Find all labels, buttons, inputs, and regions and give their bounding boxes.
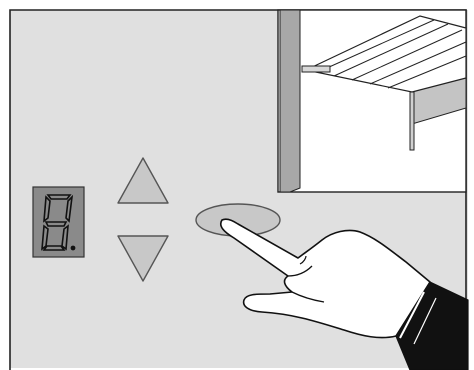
display-decimal-point [70, 245, 76, 251]
inset-wall [279, 9, 301, 193]
up-arrow-icon[interactable] [117, 157, 169, 204]
canopy-icon [301, 15, 467, 151]
display-digit-8 [41, 194, 74, 251]
seven-segment-display [32, 186, 85, 258]
canopy-inset [277, 9, 467, 193]
pointing-hand-icon [219, 218, 469, 370]
sleeve-cuff [395, 281, 469, 370]
down-arrow-icon[interactable] [117, 235, 169, 282]
